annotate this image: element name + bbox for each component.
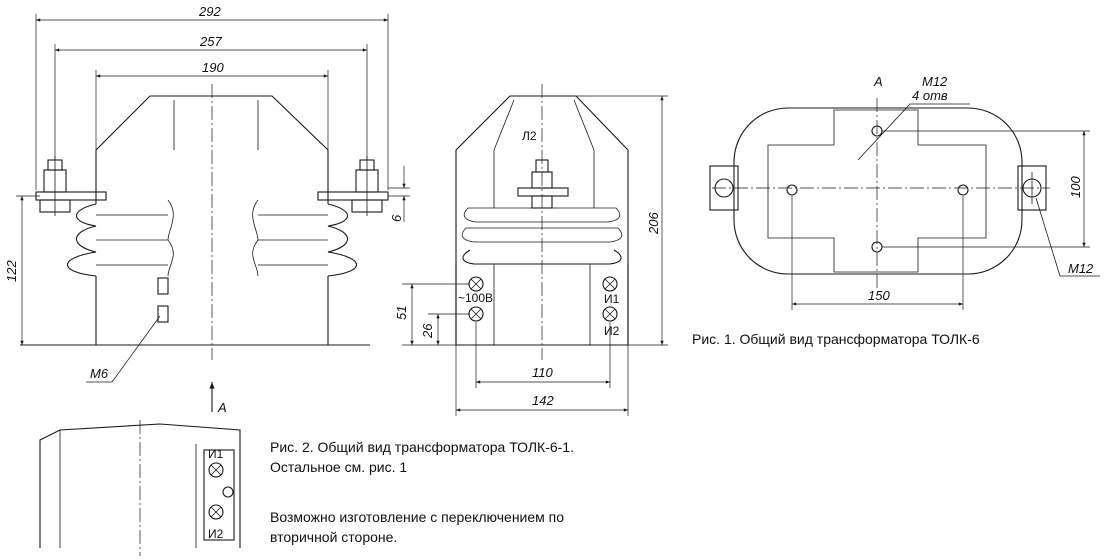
secondary-i1-label: И1 [604,292,620,306]
dim-142: 142 [532,393,554,408]
note-line1: Возможно изготовление с переключением по [270,509,565,525]
dim-51: 51 [394,306,409,320]
primary-terminal-label: Л2 [522,129,537,143]
dim-122: 122 [4,260,19,282]
secondary-100v-label: ~100В [458,291,493,305]
dim-26: 26 [420,323,435,339]
holes-count-label: 4 отв [912,88,948,103]
view-a: A M12 4 отв M12 150 100 [709,74,1100,310]
dim-257: 257 [199,34,222,49]
fig2-caption-line1: Рис. 2. Общий вид трансформатора ТОЛК-6-… [270,439,574,455]
thread-m12-side-label: M12 [1068,261,1094,276]
fig2-partial-view: И1 И2 [39,420,241,556]
secondary-i2-label: И2 [604,324,620,338]
view-arrow-label: A [217,400,227,415]
thread-m12-label: M12 [922,74,948,89]
view-a-label: A [873,74,883,89]
dim-100: 100 [1068,176,1083,198]
front-view: Л2 ~100В И1 И2 206 142 110 [394,84,668,416]
dim-190: 190 [202,60,224,75]
alt-i1-label: И1 [208,447,224,461]
dim-206: 206 [646,212,661,235]
alt-i2-label: И2 [208,527,224,541]
dim-150: 150 [868,288,890,303]
note-line2: вторичной стороне. [270,529,398,545]
fig2-caption-line2: Остальное см. рис. 1 [270,459,408,475]
side-view: A M6 292 257 190 122 6 [4,4,410,415]
dim-110: 110 [532,365,553,380]
dim-292: 292 [198,4,221,19]
thread-m6-label: M6 [90,366,109,381]
dim-6: 6 [389,214,404,222]
fig1-caption: Рис. 1. Общий вид трансформатора ТОЛК-6 [692,331,980,347]
